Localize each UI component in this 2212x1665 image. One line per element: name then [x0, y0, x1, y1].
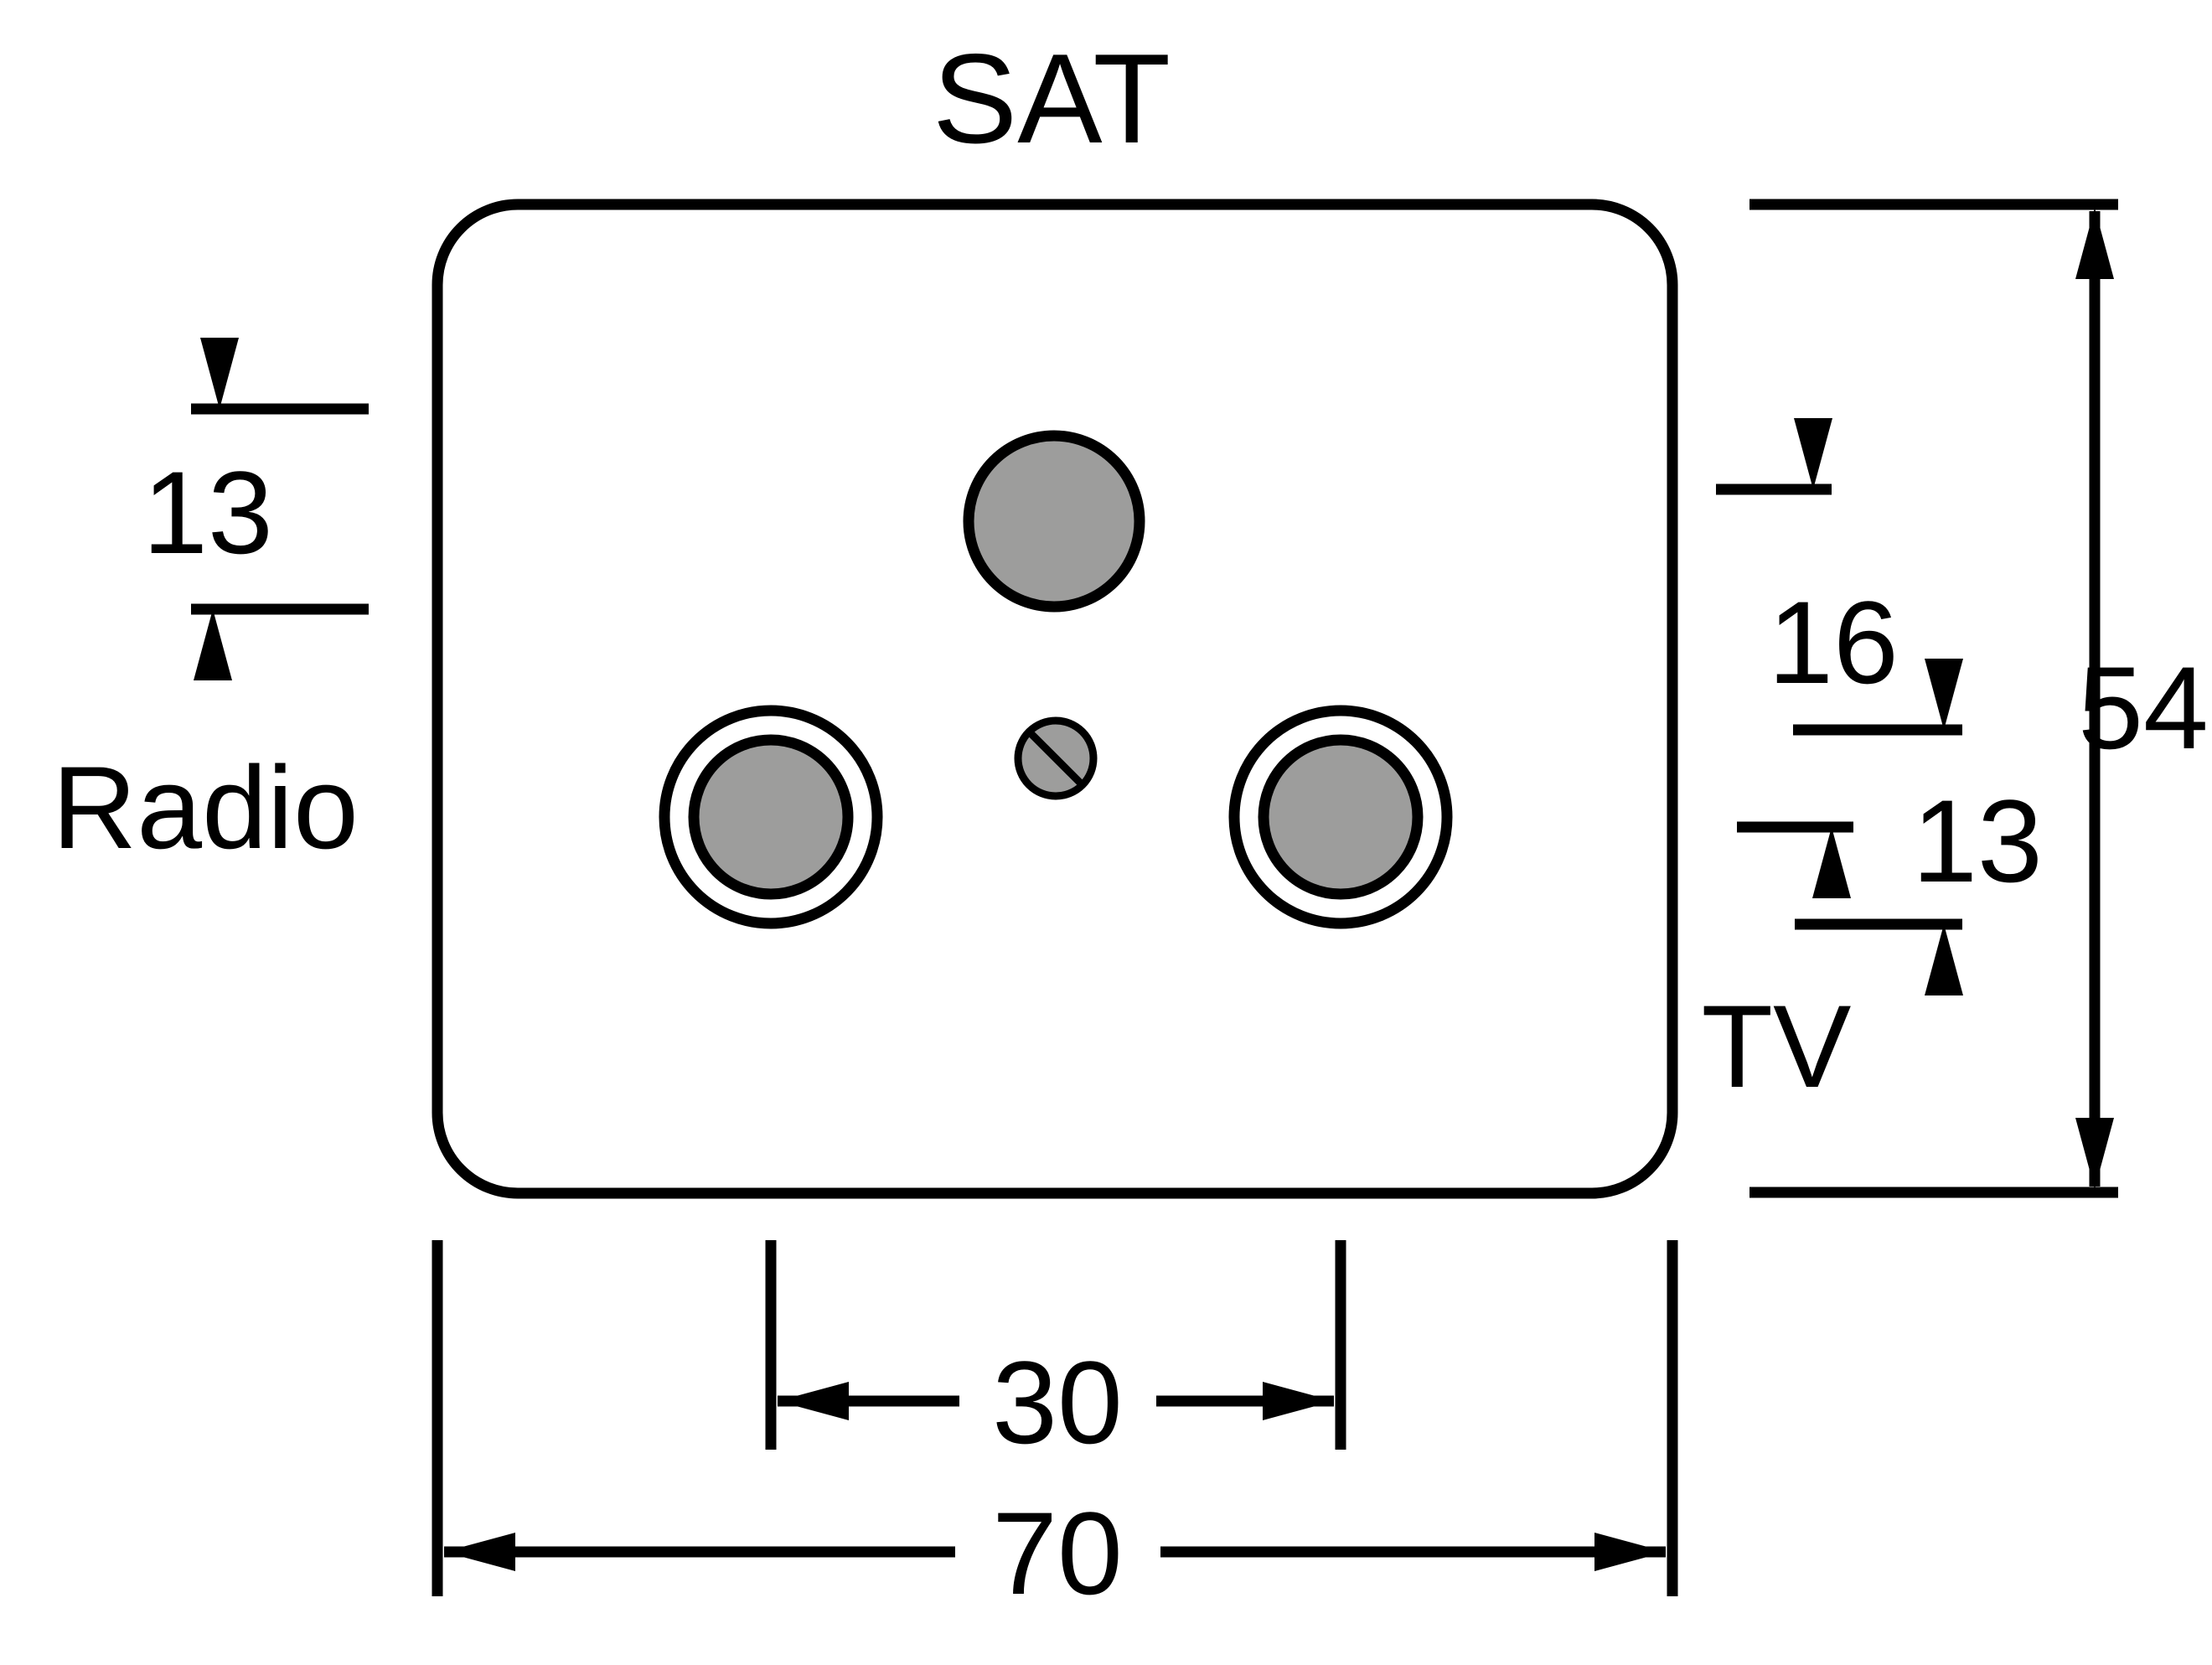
- dim-54-arrow-up-icon: [2075, 208, 2114, 279]
- dim-70-label: 70: [992, 1487, 1123, 1619]
- dim-30-label: 30: [992, 1337, 1123, 1468]
- dim-13-right-arrow-up-2-icon: [1925, 924, 1963, 995]
- screw-slot: [1026, 729, 1085, 788]
- right-dimension-marks: 16 13: [1716, 418, 2043, 995]
- dim-13-left: 13: [142, 338, 369, 680]
- tv-hole: [1228, 705, 1453, 929]
- radio-label: Radio: [52, 742, 359, 873]
- dim-54-arrow-down-icon: [2075, 1118, 2114, 1189]
- dim-13-left-arrow-down-icon: [200, 338, 239, 409]
- dim-54: 54: [1749, 199, 2209, 1198]
- dim-13-left-label: 13: [142, 447, 273, 578]
- dim-30-arrow-right-icon: [1263, 1382, 1334, 1420]
- dim-13-right-arrow-up-icon: [1812, 827, 1851, 898]
- radio-hole: [659, 705, 883, 929]
- tv-hole-inner: [1258, 734, 1424, 900]
- dim-70-arrow-right-icon: [1594, 1533, 1666, 1571]
- dim-70: 70: [444, 1487, 1666, 1619]
- dim-16-arrow-down-icon: [1794, 418, 1832, 489]
- bottom-extension-lines: [432, 1240, 1678, 1596]
- dim-13-right-label: 13: [1912, 775, 2043, 907]
- sat-hole: [963, 430, 1145, 613]
- tv-label: TV: [1702, 980, 1852, 1112]
- dim-16-label: 16: [1768, 577, 1899, 708]
- radio-hole-inner: [688, 734, 854, 900]
- dim-30: 30: [778, 1337, 1334, 1468]
- cover-plate: [432, 199, 1678, 1199]
- sat-label: SAT: [933, 28, 1171, 170]
- dim-54-label: 54: [2078, 642, 2209, 773]
- dim-13-right-arrow-down-icon: [1925, 659, 1963, 730]
- center-screw: [1014, 716, 1098, 800]
- dim-13-left-arrow-up-icon: [194, 609, 232, 680]
